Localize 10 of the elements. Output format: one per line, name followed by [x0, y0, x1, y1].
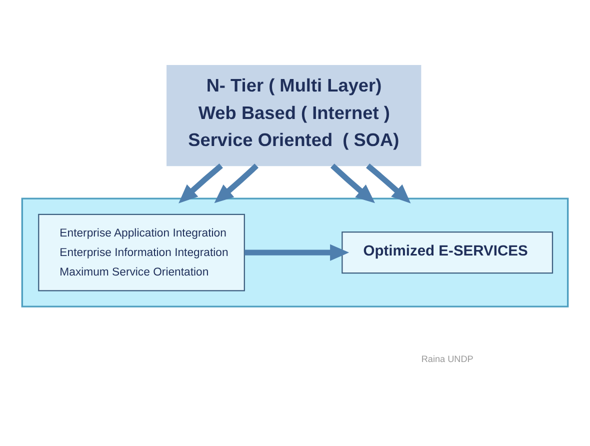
label: Raina UNDP [421, 354, 474, 364]
arrow [178, 164, 223, 204]
cluster [21, 198, 569, 308]
arrow [330, 164, 375, 204]
node-box: N- Tier ( Multi Layer) Web Based ( Internet ) Service Oriented ( SOA) [166, 64, 422, 166]
node-box: Optimized E-SERVICES [342, 232, 554, 274]
arrow [366, 164, 411, 204]
arrow [214, 164, 259, 204]
node-box: Enterprise Application Integration Enterprise Information Integration Maximum Service Orientation [38, 214, 245, 292]
arrow [244, 244, 350, 261]
